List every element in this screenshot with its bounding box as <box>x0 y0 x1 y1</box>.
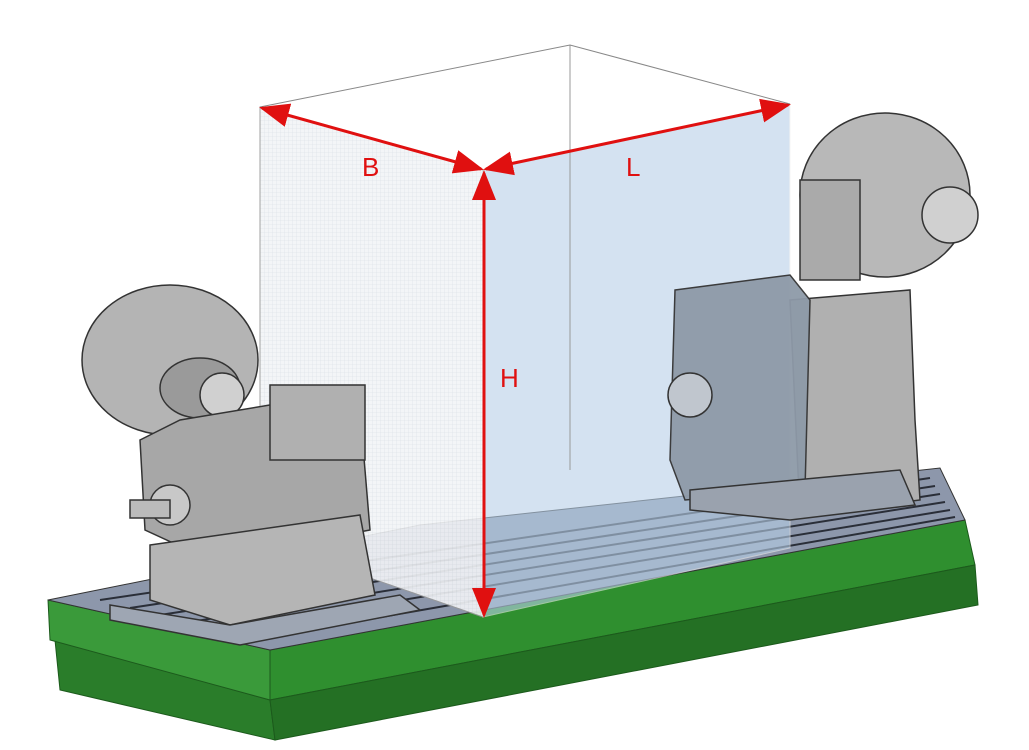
length-dimension-arrow <box>483 98 791 176</box>
height-label: H <box>500 363 519 393</box>
dimension-lines: B L H <box>259 98 791 618</box>
right-motor-unit <box>667 112 979 521</box>
length-label: L <box>626 152 640 182</box>
box-top-back-edges <box>259 44 791 108</box>
width-dimension-arrow <box>259 103 484 174</box>
bed-lower-front <box>269 564 979 741</box>
width-label: B <box>362 152 379 182</box>
left-motor-unit <box>81 284 422 646</box>
